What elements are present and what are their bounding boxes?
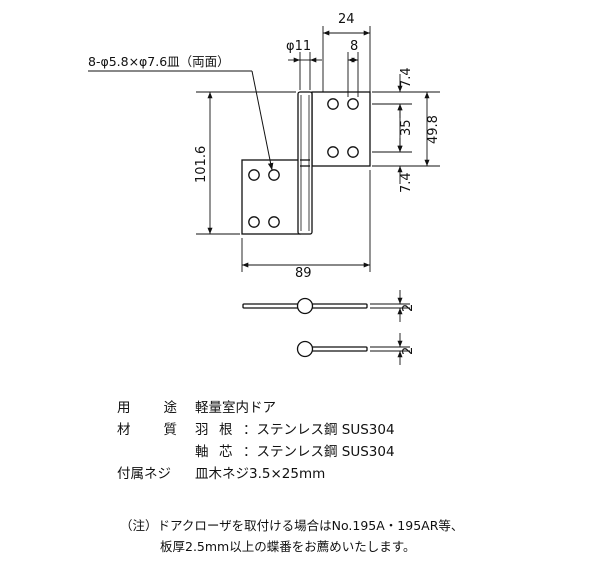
spec-value-usage: 軽量室内ドア xyxy=(195,400,276,416)
right-dimension-lines xyxy=(372,74,440,184)
note-line-1: （注）ドアクローザを取付ける場合はNo.195A・195AR等、 xyxy=(120,518,464,533)
dim-2-b: 2 xyxy=(401,347,416,355)
hole-callout: 8-φ5.8×φ7.6皿（両面） xyxy=(88,54,230,69)
spec-row-usage: 用途 軽量室内ドア xyxy=(117,397,395,419)
dim-2-a: 2 xyxy=(401,304,416,312)
side-view-single xyxy=(296,340,368,358)
screw-holes xyxy=(248,98,359,228)
thickness-dimension-b xyxy=(370,333,410,365)
note-line-2: 板厚2.5mm以上の蝶番をお薦めいたします。 xyxy=(160,539,416,554)
spec-value-screws: 皿木ネジ3.5×25mm xyxy=(195,466,326,482)
dim-24: 24 xyxy=(338,12,355,27)
wing-label-2: 根 xyxy=(219,422,233,438)
dim-7-4-top: 7.4 xyxy=(399,67,414,88)
dim-89: 89 xyxy=(295,266,312,281)
note-block: （注）ドアクローザを取付ける場合はNo.195A・195AR等、 板厚2.5mm… xyxy=(120,515,463,557)
hinge-knuckle xyxy=(297,91,313,235)
dim-35: 35 xyxy=(399,119,414,136)
spec-row-material-axis: 軸 芯 ：ステンレス鋼 SUS304 xyxy=(117,441,395,463)
dim-phi11: φ11 xyxy=(286,39,311,54)
dim-101-6: 101.6 xyxy=(194,146,209,183)
top-dimension-lines xyxy=(288,26,371,97)
wing-material-value: ：ステンレス鋼 SUS304 xyxy=(243,422,395,438)
side-view-open xyxy=(242,297,368,315)
upper-wing xyxy=(311,91,371,167)
dim-8: 8 xyxy=(350,39,358,54)
spec-table: 用途 軽量室内ドア 材質 羽 根 ：ステンレス鋼 SUS304 軸 芯 ：ステン… xyxy=(117,397,395,485)
thickness-dimension-a xyxy=(370,290,410,322)
spec-key-screws: 付属ネジ xyxy=(117,466,171,482)
dim-49-8: 49.8 xyxy=(426,115,441,144)
height-dimension xyxy=(196,91,296,235)
hinge-technical-drawing: 8-φ5.8×φ7.6皿（両面） 24 φ11 8 xyxy=(88,12,441,365)
wing-label-1: 羽 xyxy=(195,422,209,438)
axis-label-2: 芯 xyxy=(219,444,233,460)
width-dimension xyxy=(241,170,371,272)
callout-leader xyxy=(88,70,274,171)
axis-label-1: 軸 xyxy=(195,444,209,460)
dim-7-4-bottom: 7.4 xyxy=(399,172,414,193)
spec-key-material: 材質 xyxy=(117,422,177,438)
spec-row-screws: 付属ネジ 皿木ネジ3.5×25mm xyxy=(117,463,395,485)
spec-row-material-wing: 材質 羽 根 ：ステンレス鋼 SUS304 xyxy=(117,419,395,441)
axis-material-value: ：ステンレス鋼 SUS304 xyxy=(243,444,395,460)
spec-key-usage: 用途 xyxy=(117,400,177,416)
